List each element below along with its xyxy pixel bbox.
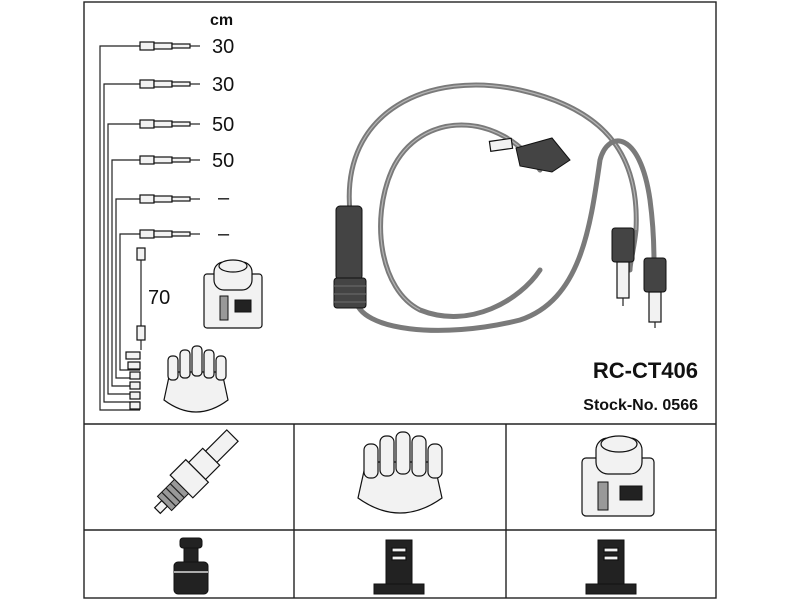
distributor-cap-icon: [163, 345, 229, 413]
lead-terminal: [139, 155, 200, 165]
lead-bundle-lines: [99, 45, 140, 411]
lead-terminal: [139, 119, 200, 129]
lead-length-2: 30: [212, 74, 234, 96]
unit-label: cm: [210, 12, 233, 29]
lead-length-5: –: [218, 187, 230, 209]
lead-terminal: [139, 41, 200, 51]
spark-plug-boot: [333, 205, 367, 309]
ignition-coil-icon: [203, 259, 263, 329]
lead-terminal: [139, 194, 200, 204]
distributor-cap-large-icon: [357, 431, 443, 514]
coil-lead-schematic: [136, 247, 146, 350]
lead-length-1: 30: [212, 36, 234, 58]
spark-plug-icon: [153, 429, 239, 515]
diagram-frame: [83, 1, 717, 599]
coil-lead-length: 70: [148, 287, 170, 309]
angled-connector-boot: [488, 137, 571, 173]
lead-terminal: [139, 229, 200, 239]
lead-length-3: 50: [212, 114, 234, 136]
lead-length-6: –: [218, 223, 230, 245]
stock-number: Stock-No. 0566: [583, 397, 698, 414]
distributor-connector-type-icon: [373, 539, 425, 595]
lead-length-4: 50: [212, 150, 234, 172]
ignition-coil-large-icon: [581, 435, 655, 517]
spark-plug-connector-type-icon: [173, 537, 209, 595]
lead-length-legend: cm: [99, 12, 263, 413]
part-number: RC-CT406: [593, 358, 698, 383]
lead-terminals: [139, 41, 200, 239]
cable-end-connector-1: [611, 227, 635, 306]
ignition-cable-set-illustration: [333, 82, 667, 333]
distributor-side-terminals: [125, 351, 141, 410]
cable-end-connector-2: [643, 257, 667, 328]
coil-connector-type-icon: [585, 539, 637, 595]
lead-terminal: [139, 79, 200, 89]
